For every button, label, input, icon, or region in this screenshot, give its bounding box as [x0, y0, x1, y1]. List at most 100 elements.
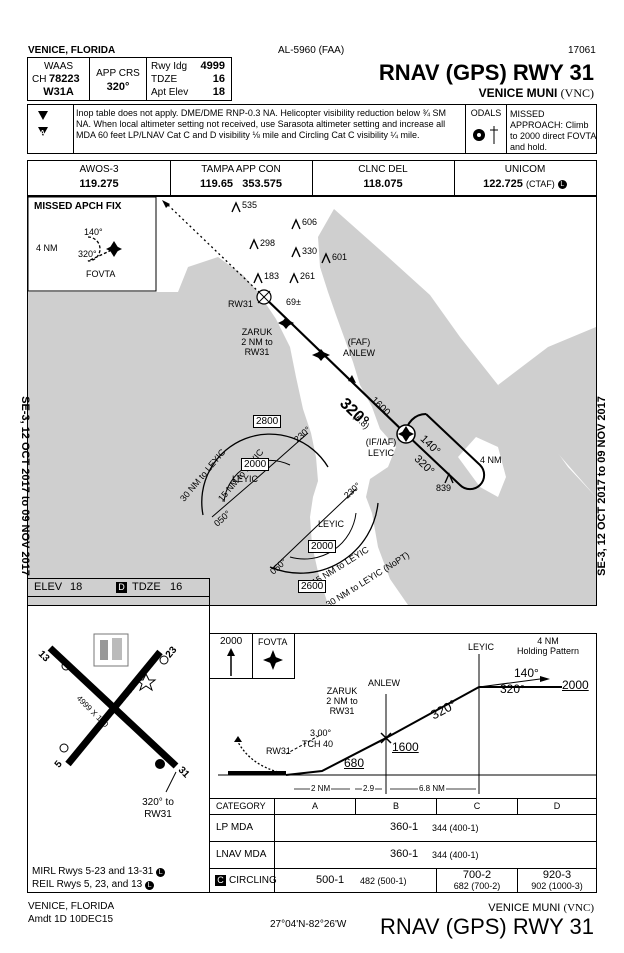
footer-title: RNAV (GPS) RWY 31	[380, 914, 594, 939]
profile-fovta-box: FOVTA	[252, 634, 295, 679]
pilot-controlled-lighting-icon: L	[557, 179, 567, 189]
zaruk-fix-icon	[278, 317, 294, 329]
anlew-label: (FAF) ANLEW	[334, 337, 384, 359]
elev-row: ELEV 18 D TDZE 16	[28, 579, 209, 597]
footer-airport-line: VENICE MUNI (VNC)	[488, 902, 594, 914]
lighting-text: MIRL Rwys 5-23 and 13-31	[32, 866, 154, 877]
taa-a-leyic: LEYIC	[232, 474, 259, 484]
anlew-x-icon	[380, 732, 392, 744]
profile-hold-320: 320°	[500, 682, 525, 696]
comm-clnc: CLNC DEL 118.075	[312, 161, 455, 195]
obstacle-elev: 330	[302, 246, 318, 256]
profile-dist-2: 2.9	[362, 784, 376, 793]
app-crs-label: APP CRS	[96, 68, 140, 79]
crs-note: 320° to RW31	[118, 797, 198, 821]
min-divider	[517, 799, 518, 814]
climb-arrow-icon	[227, 648, 235, 676]
profile-missed-path	[237, 741, 279, 773]
min-lp-label: LP MDA	[216, 822, 254, 833]
iaf-holding-pattern	[405, 413, 486, 491]
inset-4nm: 4 NM	[36, 243, 58, 253]
comm-name: AWOS-3	[79, 164, 119, 175]
profile-leyic: LEYIC	[468, 642, 495, 652]
runway-5-23	[65, 649, 163, 767]
taa-boundary-230-b	[317, 488, 357, 526]
apt-elev-value: 18	[212, 86, 225, 98]
odals-cell: ODALS	[465, 105, 507, 153]
footer-coords: 27°04'N-82°26'W	[270, 919, 347, 930]
leyic-label: (IF/IAF) LEYIC	[356, 437, 406, 459]
fovta-fix-icon	[263, 650, 283, 670]
profile-drawing	[218, 654, 596, 794]
tdze-value: 16	[212, 73, 225, 85]
min-lnav-haa: 344 (400-1)	[432, 850, 479, 860]
min-circ-d-haa: 902 (1000-3)	[531, 881, 583, 891]
min-divider	[355, 799, 356, 814]
min-cat-b: B	[392, 801, 399, 811]
header-ident: (VNC)	[560, 86, 594, 100]
lighting-line-2: REIL Rwys 5, 23, and 13 L	[32, 879, 155, 890]
min-row-lnav: LNAV MDA 360-1 344 (400-1)	[210, 842, 596, 869]
elev-value: 18	[70, 581, 83, 593]
comm-suffix: (CTAF)	[525, 179, 555, 189]
side-date-left: SE-3, 12 OCT 2017 to 09 NOV 2017	[18, 396, 31, 576]
svg-text:A: A	[40, 130, 45, 137]
lighting-line-1: MIRL Rwys 5-23 and 13-31 L	[32, 866, 166, 877]
building	[112, 638, 122, 660]
profile-hold-pattern: Holding Pattern	[516, 646, 580, 656]
min-row-lp: LP MDA 360-1 344 (400-1)	[210, 815, 596, 842]
min-lp-haa: 344 (400-1)	[432, 823, 479, 833]
lighting-icon	[473, 126, 498, 144]
inset-320: 320°	[78, 249, 97, 259]
obstacle-69: 69±	[286, 297, 301, 307]
profile-alt-1600: 1600	[392, 740, 419, 754]
profile-zaruk-rw: RW31	[329, 706, 355, 716]
iaf-tag: (IF/IAF)	[365, 437, 397, 447]
tdze-value: 16	[170, 581, 183, 593]
tdze-label: TDZE	[132, 581, 161, 593]
comm-name: CLNC DEL	[358, 164, 408, 175]
app-crs-box: APP CRS 320°	[89, 57, 147, 101]
header-proc-no: 17061	[568, 45, 596, 56]
obstacle-839: 839	[436, 483, 452, 493]
taa-b-2000: 2000	[308, 540, 337, 553]
airport-diagram: ELEV 18 D TDZE 16 13 5 23 31 4999 X 150 …	[27, 578, 210, 893]
comm-freq: 118.075	[363, 178, 403, 190]
taa-boundary-230-a	[255, 432, 309, 480]
inset-140: 140°	[84, 227, 103, 237]
profile-hold-4nm: 4 NM	[537, 636, 559, 646]
profile-dist-3: 6.8 NM	[418, 784, 446, 793]
notes-symbol-cell: A	[28, 105, 74, 153]
obstacle-elev: 183	[264, 271, 280, 281]
windsock-icon	[159, 655, 169, 665]
inset-hold	[87, 236, 115, 262]
profile-zaruk-dist: 2 NM to	[326, 696, 358, 706]
profile-anlew: ANLEW	[368, 678, 401, 688]
course-arrow	[348, 375, 356, 383]
land-east	[318, 209, 596, 605]
profile-view: 2000 FOVTA LEYIC 4 NM Holding Pattern 14…	[209, 633, 597, 799]
beacon-icon	[155, 759, 165, 769]
crs-pointer	[165, 771, 177, 793]
footer-ident: (VNC)	[563, 902, 594, 914]
plan-view-map	[28, 197, 596, 605]
apt-elev-label: Apt Elev	[151, 87, 189, 98]
obstacle-icons	[231, 201, 454, 484]
missed-fix-label: MISSED APCH FIX	[34, 201, 122, 212]
min-lnav-value: 360-1	[390, 848, 419, 860]
min-lnav-label: LNAV MDA	[216, 849, 267, 860]
faf-tag: (FAF)	[347, 337, 371, 347]
profile-hold-note: 4 NM Holding Pattern	[508, 636, 588, 656]
comm-unicom: UNICOM 122.725 (CTAF) L	[454, 161, 596, 195]
missed-approach-text: MISSED APPROACH: Climb to 2000 direct FO…	[510, 109, 596, 152]
taa-a-2000: 2000	[241, 458, 270, 471]
profile-dist-1: 2 NM	[310, 784, 332, 793]
min-cat-c: C	[473, 801, 481, 811]
notes-text: Inop table does not apply. DME/DME RNP-0…	[76, 108, 446, 140]
circling-c-icon: C	[215, 875, 226, 886]
min-circ-ab-haa: 482 (500-1)	[360, 876, 407, 886]
crs-note-text: 320° to	[142, 797, 174, 808]
zaruk-dist: 2 NM to	[241, 337, 273, 347]
header-chart-id: AL-5960 (FAA)	[278, 45, 345, 56]
obstacle-elev: 535	[242, 200, 258, 210]
